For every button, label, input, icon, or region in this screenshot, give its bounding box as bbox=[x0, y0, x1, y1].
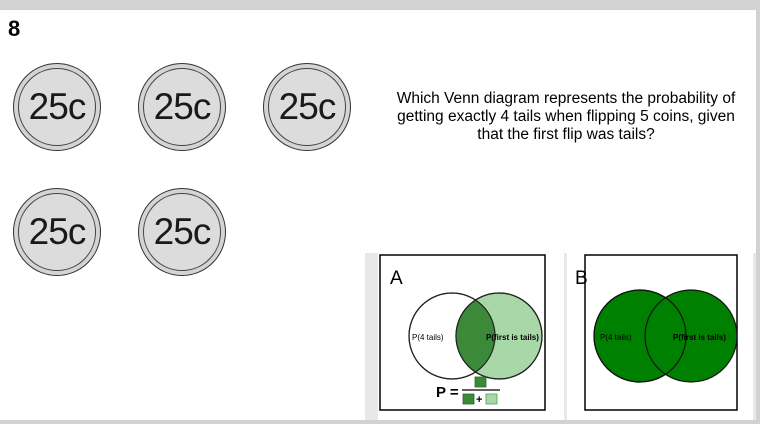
coin-2: 25c bbox=[138, 63, 226, 151]
question-card: 8 25c 25c 25c 25c 25c Which Venn diagram… bbox=[0, 10, 756, 420]
coin-label: 25c bbox=[28, 86, 87, 127]
coin-label: 25c bbox=[153, 211, 212, 252]
venn-diagram-b: B P(4 tails) P(first is tails) bbox=[575, 254, 738, 411]
formula-plus: + bbox=[476, 394, 482, 406]
right-circle-label: P(first is tails) bbox=[486, 333, 539, 342]
venn-intersection bbox=[456, 293, 495, 379]
coin-5: 25c bbox=[138, 188, 226, 276]
answer-option-a[interactable]: A P(4 tails) P(first is tails) P = + bbox=[378, 253, 564, 420]
left-circle-label: P(4 tails) bbox=[600, 333, 632, 342]
formula-prefix: P = bbox=[436, 384, 459, 401]
right-circle-label: P(first is tails) bbox=[673, 333, 726, 342]
answer-letter: A bbox=[390, 268, 403, 289]
coin-1: 25c bbox=[13, 63, 101, 151]
coin-label: 25c bbox=[153, 86, 212, 127]
venn-circle-right bbox=[644, 289, 738, 383]
denominator-swatch-dark bbox=[462, 393, 475, 405]
answer-option-b[interactable]: B P(4 tails) P(first is tails) bbox=[567, 253, 753, 420]
numerator-swatch bbox=[474, 376, 487, 388]
answer-letter: B bbox=[575, 268, 588, 289]
coin-label: 25c bbox=[28, 211, 87, 252]
coin-3: 25c bbox=[263, 63, 351, 151]
denominator-swatch-light bbox=[485, 393, 498, 405]
left-circle-label: P(4 tails) bbox=[412, 333, 444, 342]
question-number: 8 bbox=[8, 16, 21, 41]
question-text: Which Venn diagram represents the probab… bbox=[396, 90, 736, 143]
coin-4: 25c bbox=[13, 188, 101, 276]
coin-label: 25c bbox=[278, 86, 337, 127]
venn-diagram-a: A P(4 tails) P(first is tails) P = + bbox=[379, 254, 546, 411]
